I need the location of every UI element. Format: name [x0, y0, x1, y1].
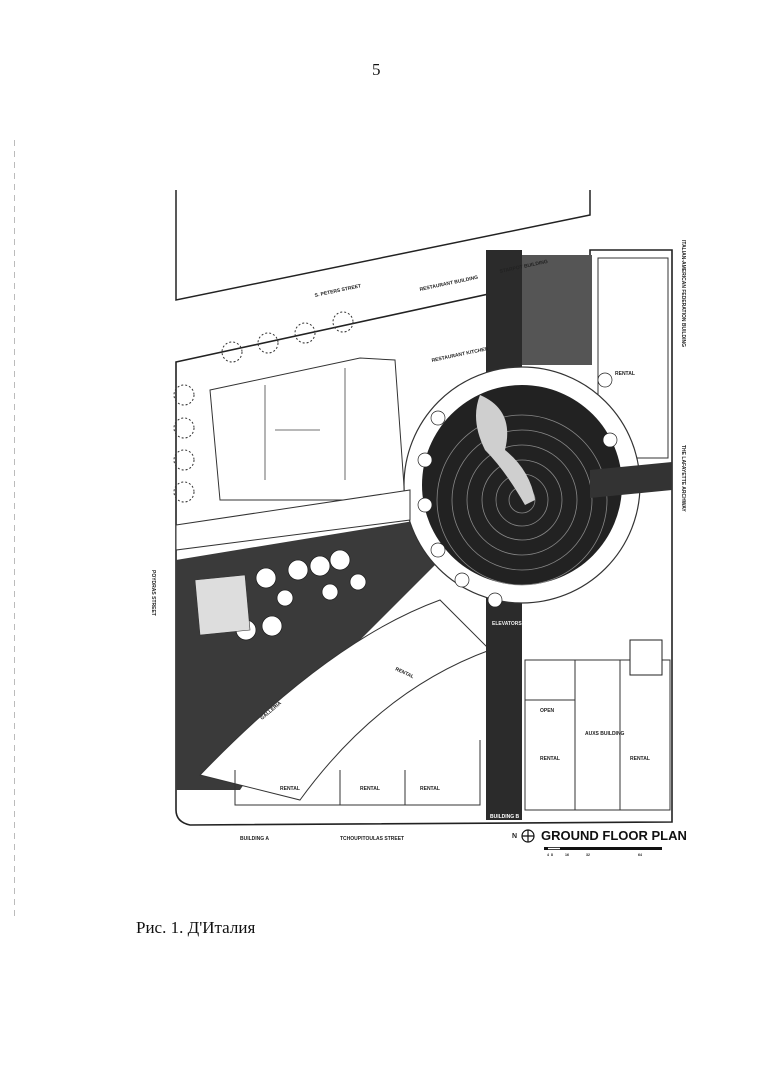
site-outline	[175, 249, 673, 826]
street-label-left: POYDRAS STREET	[150, 570, 156, 616]
figure-caption: Рис. 1. Д'Италия	[136, 918, 256, 937]
building-partitions	[264, 368, 346, 480]
lafayette-archway-passage	[590, 462, 672, 498]
tree-row	[173, 311, 354, 503]
street-label-top: S. PETERS STREET	[314, 283, 361, 299]
scale-tick-16: 16	[565, 853, 569, 857]
italy-map-fountain	[476, 395, 535, 505]
upper-courtyard	[522, 255, 592, 365]
building-b-partitions	[525, 660, 621, 810]
scale-tick-32: 32	[586, 853, 590, 857]
rental-label-6: RENTAL	[630, 756, 650, 762]
paver-grid	[194, 574, 251, 636]
rental-label-2: RENTAL	[280, 786, 300, 792]
elevators-label: ELEVATORS	[492, 621, 522, 627]
auxs-building-label: AUXS BUILDING	[585, 731, 625, 737]
rental-dividers	[339, 770, 406, 805]
archway-label: THE LAFAYETTE ARCHWAY	[680, 445, 686, 512]
scale-tick-8: 8	[551, 853, 553, 857]
walkway	[175, 489, 411, 551]
galleria-arc	[199, 599, 491, 801]
rental-label-3: RENTAL	[360, 786, 380, 792]
restaurant-building-label: RESTAURANT BUILDING	[419, 275, 479, 293]
building-b-block	[524, 659, 671, 811]
plaza-kiosks	[235, 549, 367, 641]
rental-label-4: RENTAL	[420, 786, 440, 792]
north-arrow-icon	[521, 829, 535, 843]
federation-building-label: ITALIAN-AMERICAN FEDERATION BUILDING	[680, 240, 686, 347]
kitchen-label: RESTAURANT KITCHEN	[431, 346, 489, 364]
scale-tick-64: 64	[638, 853, 642, 857]
street-label-bottom: TCHOUPITOULAS STREET	[340, 836, 404, 842]
rental-label-5: RENTAL	[540, 756, 560, 762]
rental-label-1: RENTAL	[615, 371, 635, 377]
building-a-label: BUILDING A	[240, 836, 269, 842]
colonnade-columns	[417, 372, 618, 608]
open-label: OPEN	[540, 708, 555, 714]
scan-edge-artifact	[14, 140, 15, 920]
scale-bar	[544, 847, 662, 850]
page-number: 5	[372, 60, 381, 79]
building-b-label: BUILDING B	[490, 814, 520, 820]
upper-left-building	[209, 357, 406, 501]
north-block-outline	[175, 190, 591, 301]
rental-block	[234, 740, 481, 806]
north-label: N	[512, 833, 517, 840]
scale-tick-4: 4	[547, 853, 549, 857]
plan-title: GROUND FLOOR PLAN	[541, 828, 687, 843]
stair-core	[629, 639, 663, 676]
